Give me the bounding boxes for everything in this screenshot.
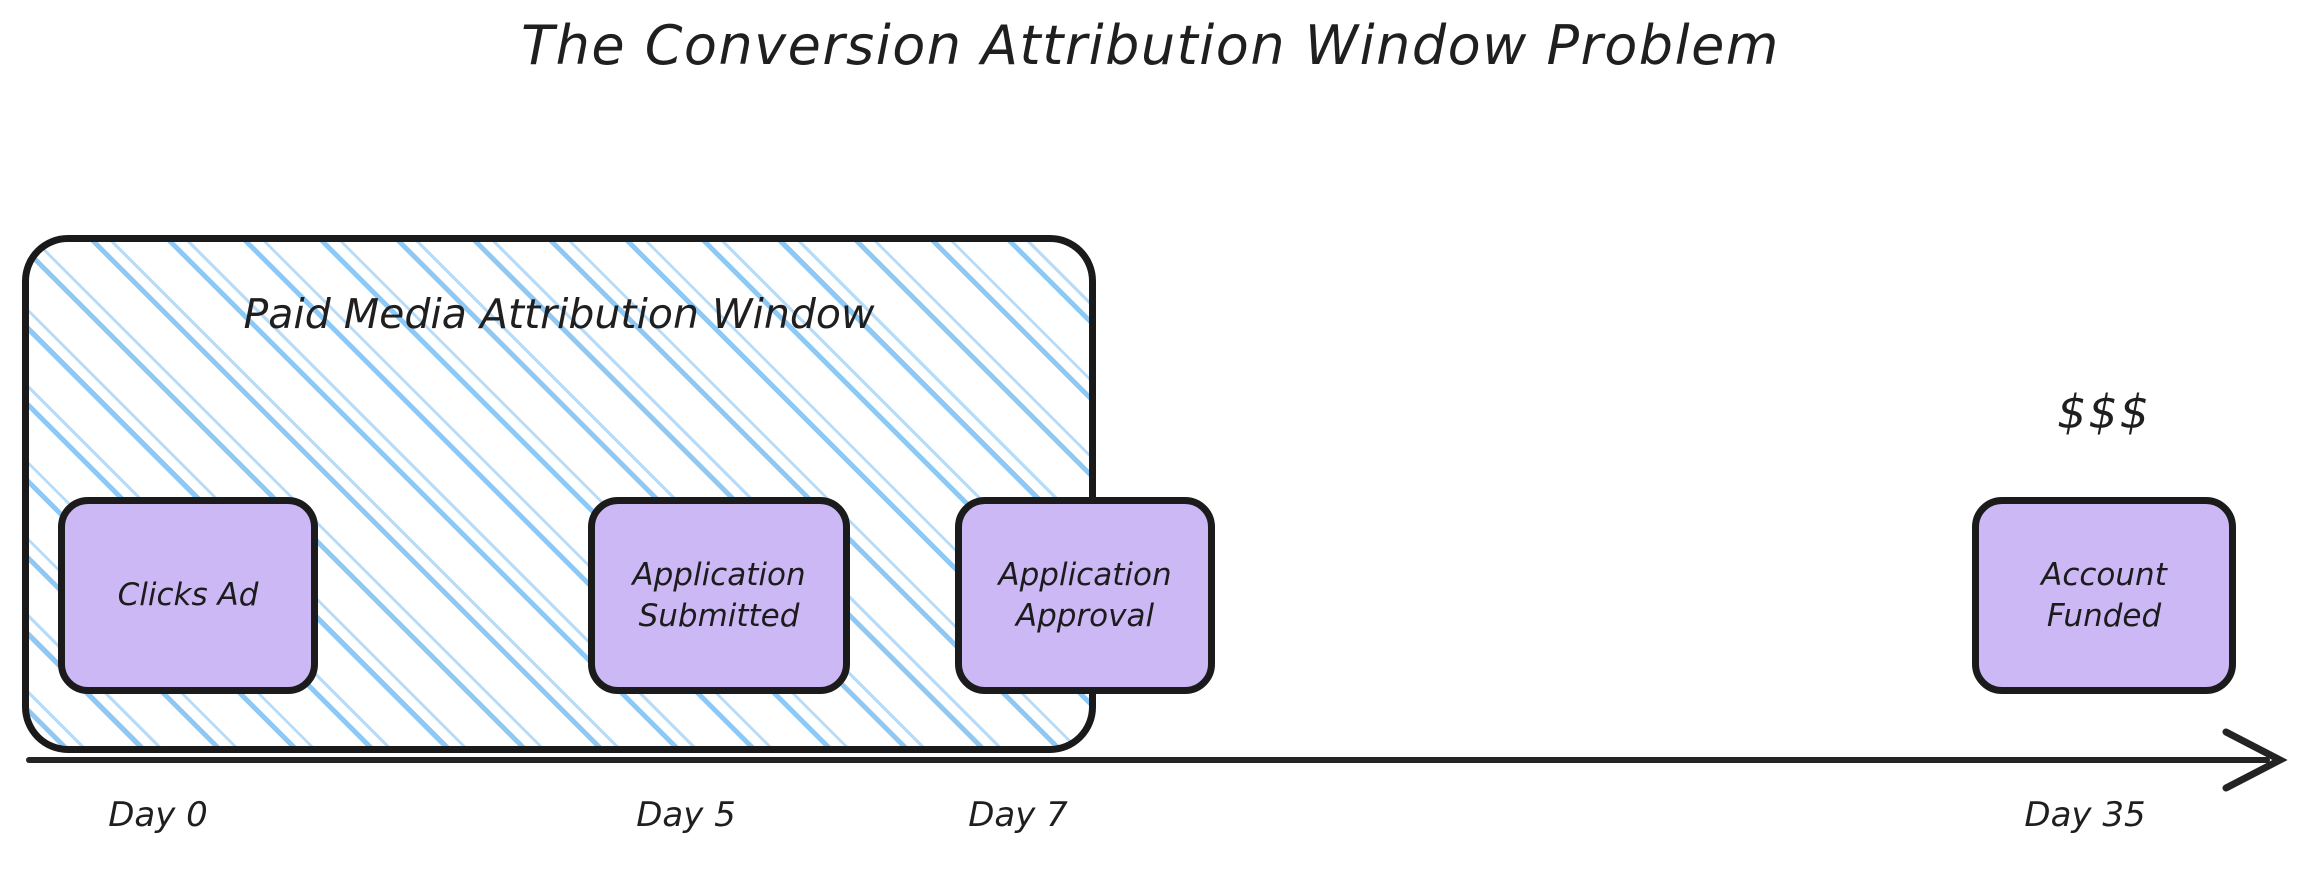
timeline-axis [26,757,2270,763]
money-annotation: $$$ [2057,385,2151,439]
timeline-tick-day-35: Day 35 [2024,795,2146,835]
page-title: The Conversion Attribution Window Proble… [521,14,1780,77]
timeline-arrow-icon [2222,728,2288,792]
timeline-tick-day-5: Day 5 [636,795,736,835]
timeline-tick-day-0: Day 0 [108,795,208,835]
event-node-account-funded[interactable]: Account Funded [1972,497,2236,694]
event-node-application-submitted[interactable]: Application Submitted [588,497,850,694]
timeline-tick-day-7: Day 7 [968,795,1068,835]
event-node-clicks-ad[interactable]: Clicks Ad [58,497,318,694]
event-node-application-approval[interactable]: Application Approval [955,497,1215,694]
